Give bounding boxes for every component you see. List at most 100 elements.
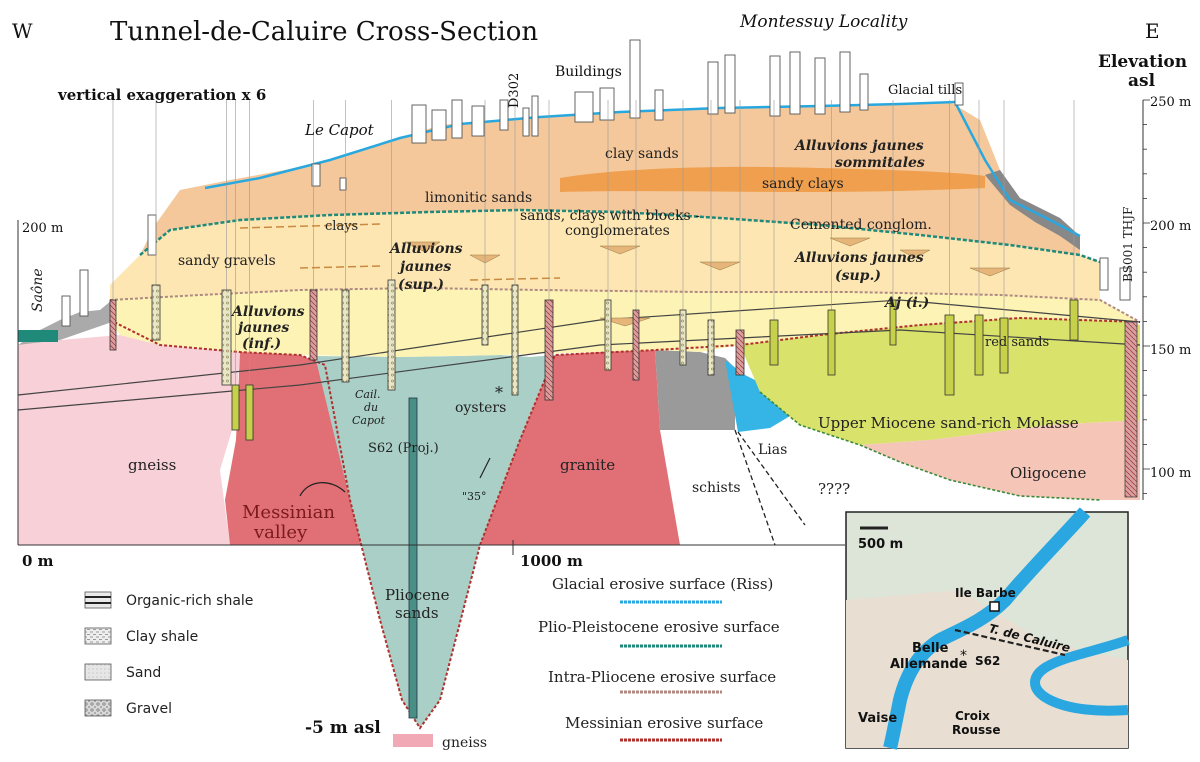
oligocene-boundary-line	[759, 391, 1101, 501]
bs001-borehole	[1124, 321, 1138, 498]
building-18	[814, 57, 826, 115]
aj-inf-1: Alluvions	[230, 304, 305, 320]
building-22	[1099, 257, 1109, 291]
s62-borehole	[408, 397, 418, 719]
aj-sup-right-2: (sup.)	[835, 268, 881, 284]
gneiss-bottom-label: gneiss	[442, 735, 487, 751]
right-tick-150: 150 m	[1150, 343, 1191, 358]
aj-inf-2: jaunes	[235, 320, 289, 336]
intra-pliocene-line	[109, 286, 1141, 323]
clays-label: clays	[325, 219, 358, 234]
molasse-layer	[740, 315, 1140, 445]
aj-sup-center-3: (sup.)	[398, 277, 444, 293]
legend-label-clay: Clay shale	[126, 629, 198, 645]
schists-boundary	[734, 429, 776, 546]
borehole-column-15	[827, 309, 836, 376]
building-16	[769, 55, 781, 117]
cail-label-3: Capot	[352, 414, 386, 427]
borehole-column-17	[944, 314, 955, 396]
unknown-label: ????	[818, 480, 850, 498]
lithology-legend: Organic-rich shale Clay shale Sand Grave…	[84, 591, 253, 717]
building-4	[431, 109, 447, 141]
borehole-column-21	[245, 384, 254, 441]
inset-belle-2: Allemande	[890, 657, 968, 672]
inset-croix-2: Rousse	[952, 723, 1000, 737]
granite-left-layer	[225, 352, 370, 545]
building-6	[471, 105, 485, 137]
aj-inf-3: (inf.)	[242, 336, 281, 352]
building-19	[839, 51, 851, 113]
sandy-clays-label: sandy clays	[762, 176, 844, 192]
oligocene-label: Oligocene	[1010, 464, 1086, 482]
borehole-column-18	[974, 314, 984, 376]
building-17	[789, 51, 801, 115]
building-21	[954, 82, 964, 106]
clay-sands-label: clay sands	[605, 146, 679, 162]
building-12	[629, 39, 641, 119]
locality-label: Montessuy Locality	[739, 12, 908, 32]
saone-label: Saône	[30, 268, 46, 312]
borehole-column-3	[309, 289, 318, 361]
lias-label: Lias	[758, 442, 787, 458]
inset-belle-1: Belle	[912, 641, 949, 656]
sands-clays-label-1: sands, clays with blocks -	[520, 208, 700, 224]
glacial-surface-line	[204, 100, 1081, 238]
legend-swatch-clay	[84, 627, 112, 645]
borehole-column-7	[511, 284, 519, 396]
tunnel-line-1	[17, 299, 1141, 396]
west-label: W	[12, 19, 33, 43]
schists-label: schists	[692, 480, 741, 496]
granite-label: granite	[560, 456, 615, 474]
elevation-label-2: asl	[1128, 71, 1156, 91]
dip-label: "35°	[462, 490, 487, 503]
legend-surface-intra: Intra-Pliocene erosive surface	[548, 668, 776, 686]
sands-clays-label-2: conglomerates	[565, 223, 670, 239]
left-tick-200: 200 m	[22, 221, 63, 236]
borehole-column-6	[481, 284, 489, 346]
borehole-column-13	[735, 329, 745, 376]
elevation-label-1: Elevation	[1098, 52, 1187, 72]
inset-croix-1: Croix	[955, 709, 990, 723]
borehole-column-14	[769, 319, 779, 366]
oyster-marker: *	[495, 383, 503, 402]
oysters-label: oysters	[455, 400, 506, 416]
sandy-clays-band	[560, 166, 985, 192]
borehole-column-11	[679, 309, 687, 366]
messinian-line	[109, 316, 1141, 730]
borehole-column-0	[109, 299, 117, 351]
alluvions-sup-layer	[110, 210, 1100, 300]
bs001-label: BS001 THJF	[1121, 207, 1135, 282]
inset-vaise-label: Vaise	[858, 711, 897, 726]
surface-legend: Glacial erosive surface (Riss) Plio-Plei…	[538, 575, 780, 742]
gneiss-label: gneiss	[128, 456, 176, 474]
building-11	[599, 87, 615, 121]
schists-layer	[655, 350, 735, 430]
messinian-label-2: valley	[253, 522, 308, 543]
borehole-column-12	[707, 319, 715, 376]
molasse-label: Upper Miocene sand-rich Molasse	[818, 414, 1079, 432]
right-tick-250: 250 m	[1150, 95, 1191, 110]
borehole-column-19	[999, 317, 1009, 374]
borehole-column-8	[544, 299, 554, 401]
bottom-depth-label: -5 m asl	[305, 718, 381, 738]
building-9	[531, 95, 539, 137]
borehole-column-9	[604, 299, 612, 371]
building-15	[724, 54, 736, 114]
lias-boundary	[737, 431, 806, 526]
inset-river-saone	[883, 507, 1091, 750]
inset-ile-barbe-label: Ile Barbe	[955, 586, 1016, 600]
building-23	[1119, 267, 1131, 301]
aj-sommitales-2: sommitales	[835, 155, 925, 171]
borehole-column-5	[387, 279, 396, 391]
building-1	[311, 163, 321, 187]
borehole-column-4	[341, 289, 350, 383]
building-8	[522, 107, 530, 137]
figure-title: Tunnel-de-Caluire Cross-Section	[110, 17, 538, 47]
legend-surface-messinian: Messinian erosive surface	[565, 714, 763, 732]
buildings-group	[61, 39, 1131, 327]
sandy-gravels-label: sandy gravels	[178, 253, 276, 269]
aj-i-label: Aj (i.)	[883, 295, 929, 311]
inset-tunnel-line	[954, 628, 1066, 657]
borehole-column-10	[632, 309, 640, 381]
